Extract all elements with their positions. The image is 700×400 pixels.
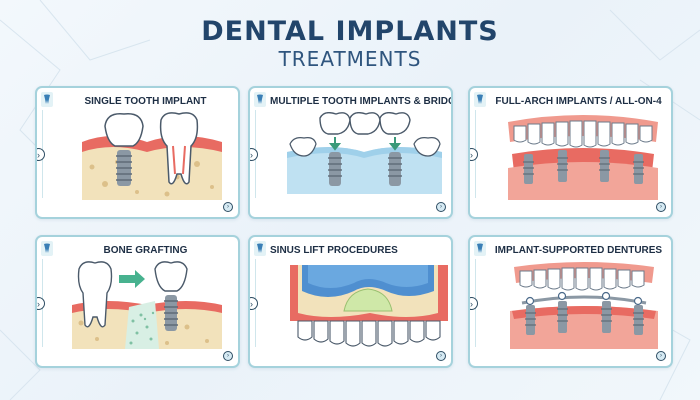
tooth-icon: [41, 241, 53, 256]
tooth-icon: [474, 92, 486, 107]
bridge-implant-illustration: [287, 112, 442, 194]
page-subtitle: TREATMENTS: [278, 47, 422, 71]
bone-grafting-illustration: [72, 261, 222, 349]
chevron-right-icon[interactable]: ›: [470, 297, 478, 310]
chevron-right-icon[interactable]: ›: [250, 148, 258, 161]
card-single-tooth-implant[interactable]: SINGLE TOOTH IMPLANT › ›: [35, 86, 240, 219]
card-full-arch-implants[interactable]: FULL-ARCH IMPLANTS / ALL-ON-4 › ›: [468, 86, 673, 219]
chevron-right-icon[interactable]: ›: [223, 351, 233, 361]
chevron-right-icon[interactable]: ›: [656, 351, 666, 361]
full-arch-illustration: [508, 115, 658, 200]
chevron-right-icon[interactable]: ›: [436, 351, 446, 361]
card-title: MULTIPLE TOOTH IMPLANTS & BRIDGES: [270, 96, 453, 107]
card-sinus-lift[interactable]: SINUS LIFT PROCEDURES › ›: [248, 235, 453, 368]
card-bone-grafting[interactable]: BONE GRAFTING › ›: [35, 235, 240, 368]
card-multiple-tooth-implants[interactable]: MULTIPLE TOOTH IMPLANTS & BRIDGES › ›: [248, 86, 453, 219]
tooth-icon: [254, 241, 266, 256]
chevron-right-icon[interactable]: ›: [656, 202, 666, 212]
card-title: BONE GRAFTING: [103, 245, 188, 256]
tooth-icon: [474, 241, 486, 256]
chevron-right-icon[interactable]: ›: [250, 297, 258, 310]
card-title: SINUS LIFT PROCEDURES: [270, 245, 398, 256]
chevron-right-icon[interactable]: ›: [470, 148, 478, 161]
implant-dentures-illustration: [510, 262, 658, 349]
single-implant-illustration: [82, 112, 222, 200]
card-title: IMPLANT-SUPPORTED DENTURES: [494, 245, 663, 256]
chevron-right-icon[interactable]: ›: [37, 148, 45, 161]
chevron-right-icon[interactable]: ›: [436, 202, 446, 212]
chevron-right-icon[interactable]: ›: [223, 202, 233, 212]
tooth-icon: [41, 92, 53, 107]
page-title: DENTAL IMPLANTS: [201, 16, 499, 47]
card-implant-supported-dentures[interactable]: IMPLANT-SUPPORTED DENTURES › ›: [468, 235, 673, 368]
chevron-right-icon[interactable]: ›: [37, 297, 45, 310]
card-title: FULL-ARCH IMPLANTS / ALL-ON-4: [495, 96, 662, 107]
sinus-lift-illustration: [290, 265, 448, 347]
card-title: SINGLE TOOTH IMPLANT: [84, 96, 207, 107]
tooth-icon: [254, 92, 266, 107]
